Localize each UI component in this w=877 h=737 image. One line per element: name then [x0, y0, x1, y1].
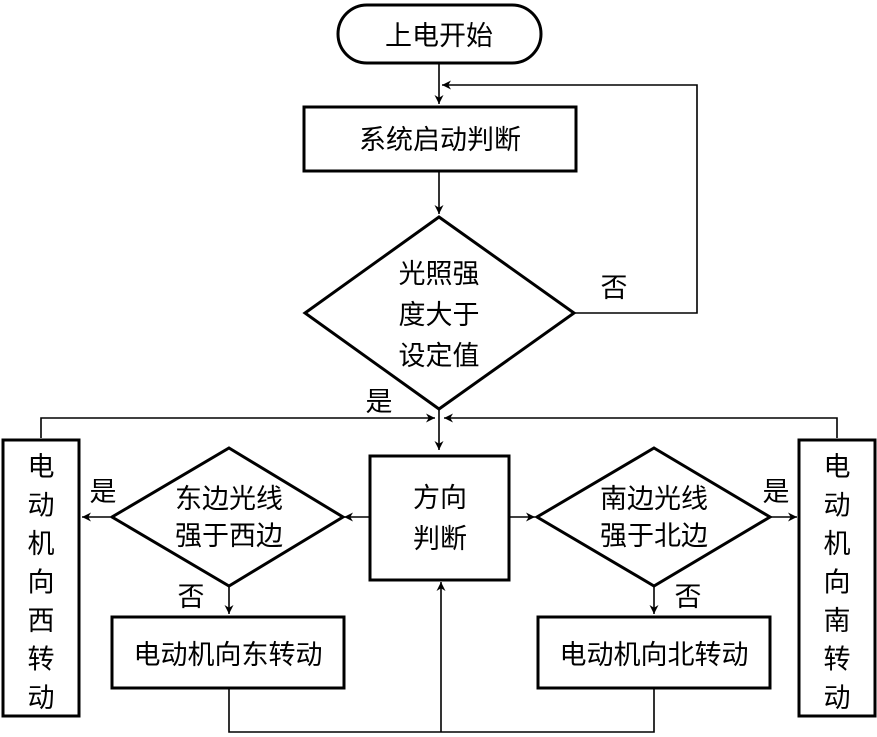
sn-yes-label: 是 [763, 477, 790, 508]
direction-check-node: 方向 判断 [368, 454, 511, 582]
system-check-node: 系统启动判断 [302, 105, 578, 173]
turn-south-node: 电动机向南转动 [797, 438, 877, 718]
direction-check-line-2: 判断 [413, 524, 467, 555]
edge-south-return [444, 413, 838, 438]
sn-no-label: 否 [675, 582, 702, 613]
turn-west-label: 电动机向西转动 [28, 452, 55, 714]
south-north-check-node: 南边光线 强于北边 [534, 446, 773, 588]
turn-north-node: 电动机向北转动 [536, 615, 772, 690]
light-check-line-1: 光照强 [399, 259, 480, 290]
turn-west-node: 电动机向西转动 [1, 438, 81, 718]
start-node: 上电开始 [336, 3, 543, 65]
turn-north-label: 电动机向北转动 [560, 640, 749, 671]
light-no-label: 否 [601, 273, 628, 304]
east-west-check-line-2: 强于西边 [175, 521, 283, 552]
turn-east-label: 电动机向东转动 [134, 640, 323, 671]
ew-no-label: 否 [178, 582, 205, 613]
light-check-line-2: 度大于 [399, 300, 480, 331]
light-check-node: 光照强 度大于 设定值 [302, 215, 577, 411]
ew-yes-label: 是 [90, 477, 117, 508]
south-north-check-line-2: 强于北边 [600, 521, 708, 552]
turn-east-node: 电动机向东转动 [110, 615, 346, 690]
direction-check-line-1: 方向 [413, 483, 467, 514]
edge-west-return [40, 413, 435, 438]
east-west-check-node: 东边光线 强于西边 [109, 446, 346, 588]
system-check-label: 系统启动判断 [359, 125, 521, 156]
east-west-check-line-1: 东边光线 [175, 484, 283, 515]
light-check-line-3: 设定值 [399, 341, 480, 372]
start-label: 上电开始 [385, 21, 493, 52]
turn-south-label: 电动机向南转动 [824, 452, 851, 714]
south-north-check-line-1: 南边光线 [600, 484, 708, 515]
connectors [40, 63, 838, 733]
light-yes-label: 是 [366, 387, 393, 418]
edge-light-no-loop [442, 80, 698, 314]
